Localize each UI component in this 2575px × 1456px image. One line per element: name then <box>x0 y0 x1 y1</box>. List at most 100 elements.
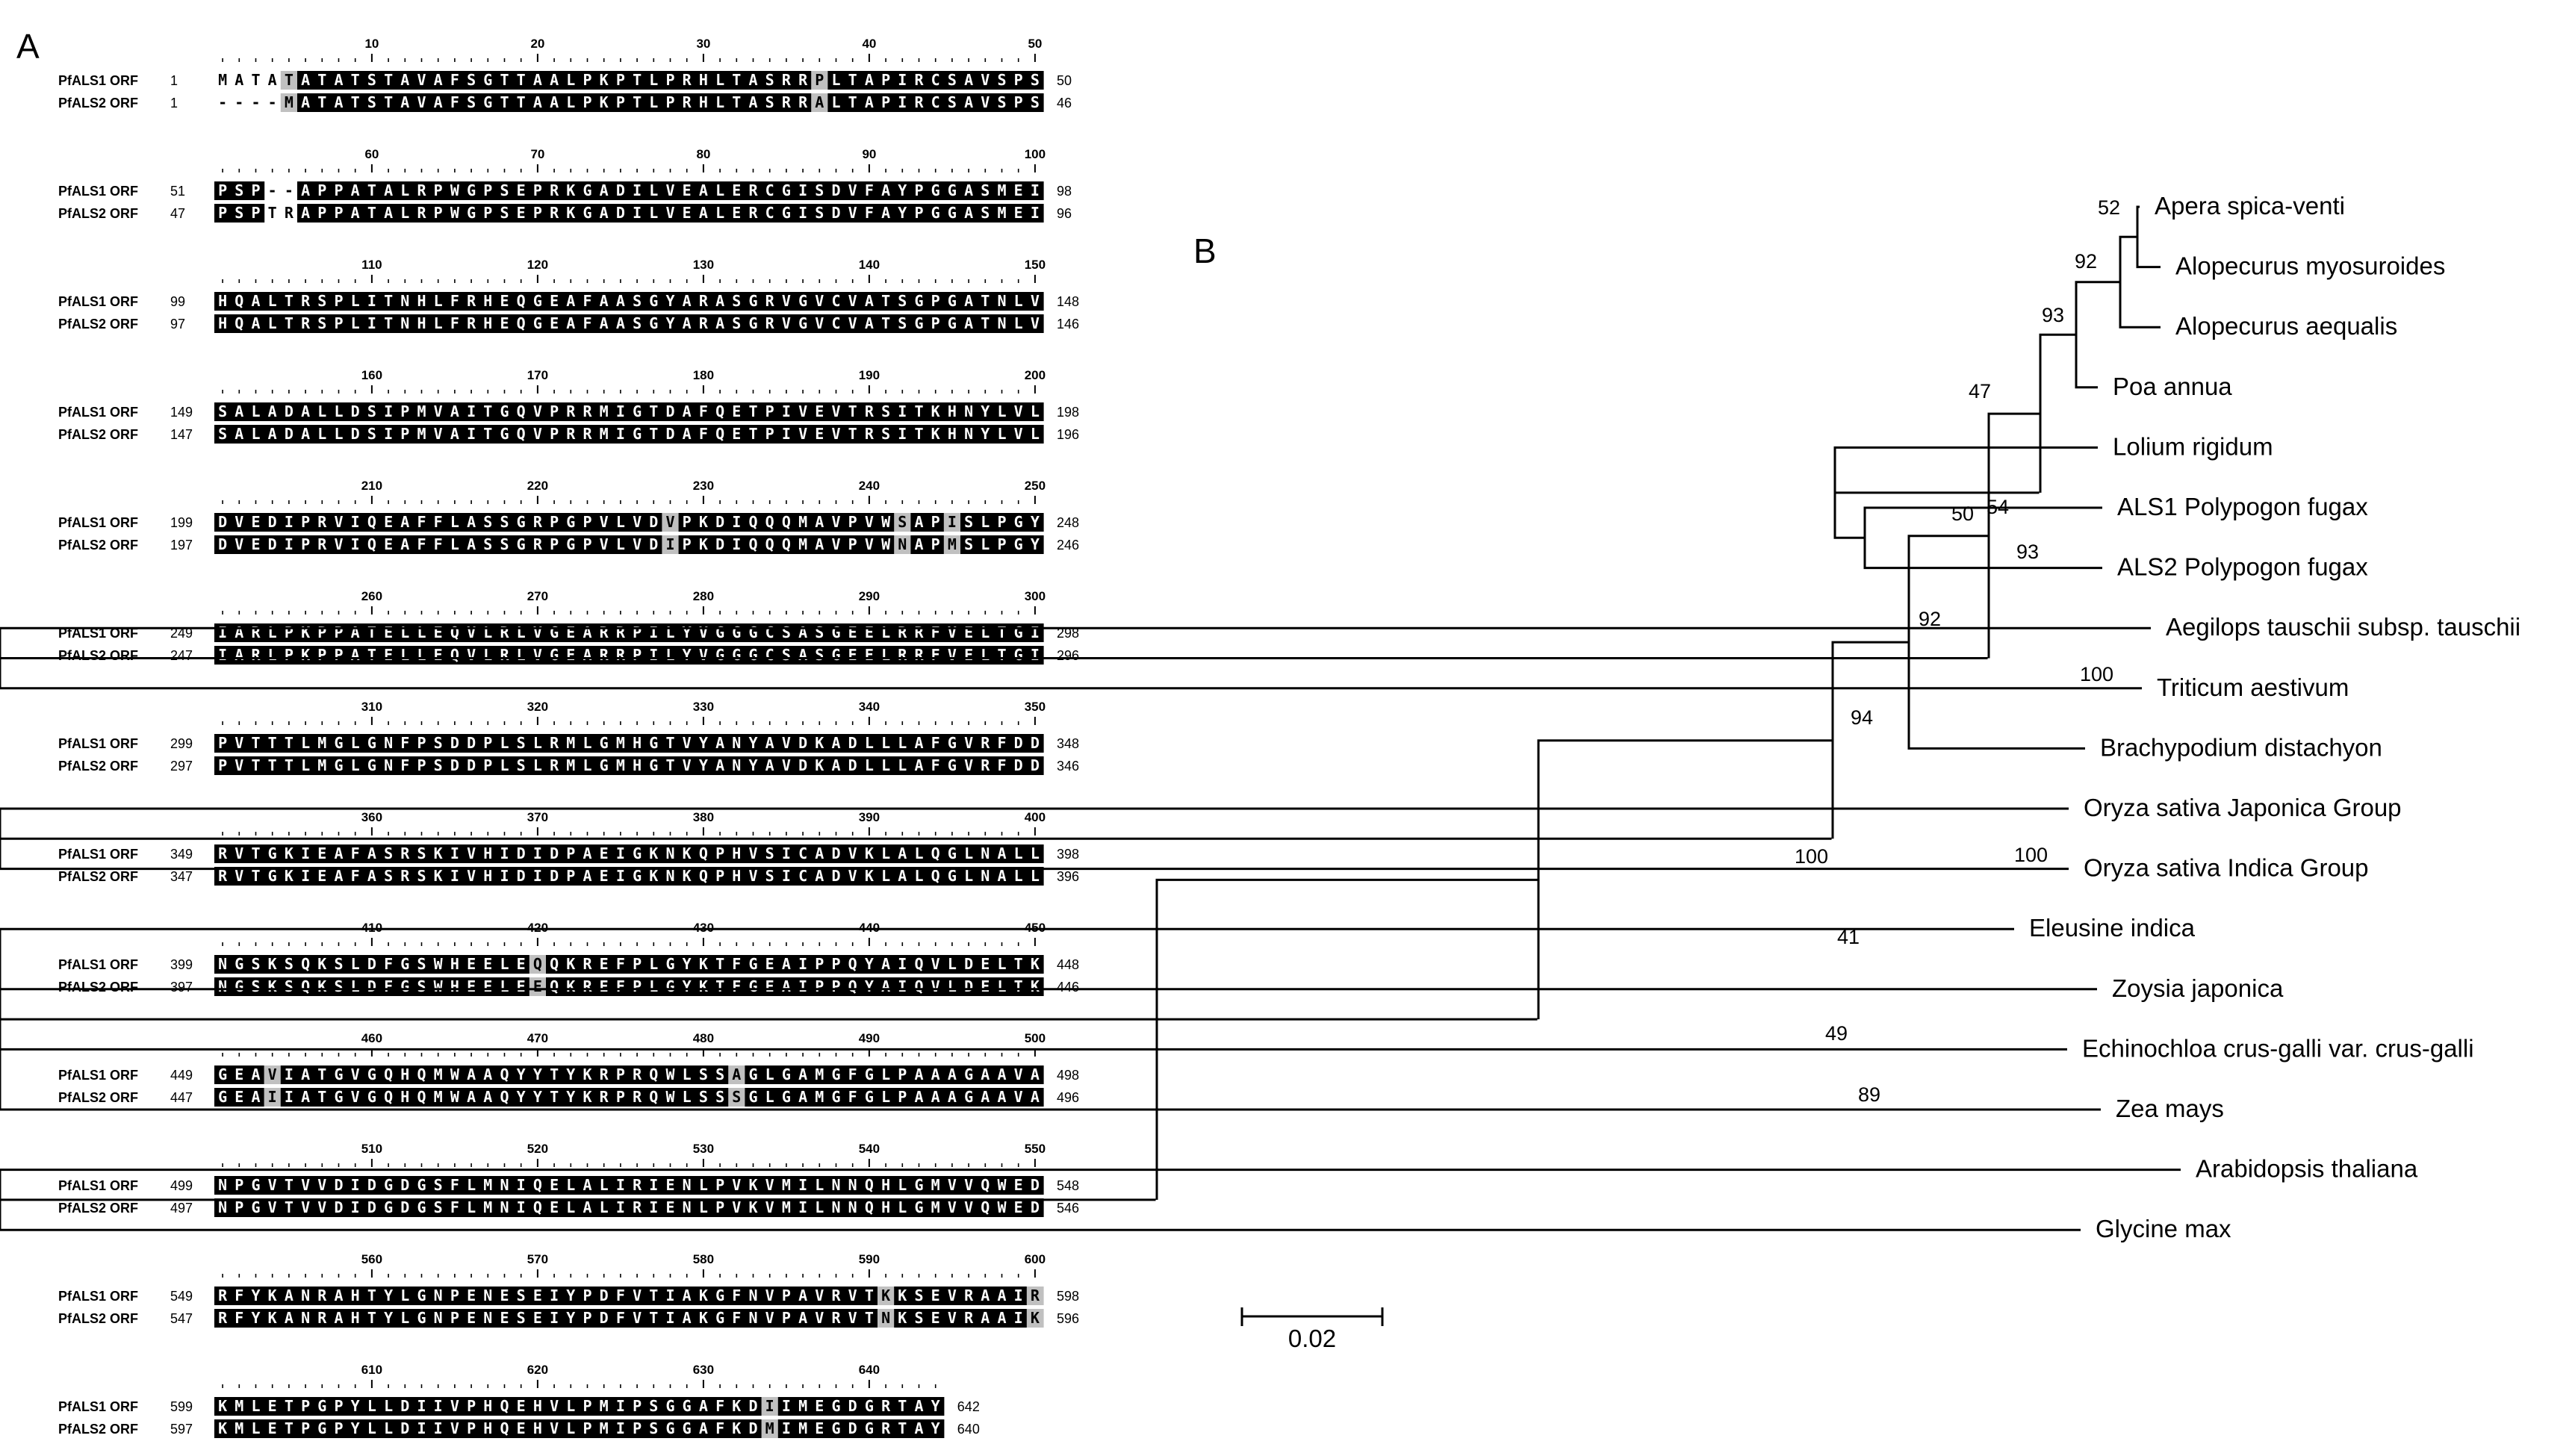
residue: A <box>467 513 476 531</box>
residue: P <box>483 181 492 199</box>
residue: L <box>500 734 509 752</box>
residue: K <box>301 646 310 664</box>
residue: P <box>665 93 674 111</box>
residue: I <box>798 181 807 199</box>
residue: P <box>898 1088 907 1106</box>
residue: R <box>914 623 924 641</box>
residue: T <box>285 71 293 89</box>
ruler-label: 550 <box>1025 1142 1046 1156</box>
residue: T <box>649 425 658 443</box>
residue-shade <box>1010 93 1028 112</box>
residue-shade <box>247 292 265 311</box>
residue: D <box>715 535 724 553</box>
residue: G <box>417 1198 426 1216</box>
residue-shade <box>795 425 812 444</box>
residue: L <box>450 535 459 553</box>
residue: R <box>583 425 592 443</box>
residue-shade <box>397 425 414 444</box>
residue: S <box>699 1065 708 1083</box>
residue: Q <box>981 1176 990 1194</box>
residue-shade <box>595 71 613 90</box>
residue: S <box>417 844 426 862</box>
residue: S <box>815 646 824 664</box>
residue: E <box>533 977 542 995</box>
residue: L <box>881 756 890 774</box>
residue: S <box>981 204 990 222</box>
residue-shade <box>811 292 828 311</box>
residue: L <box>268 646 277 664</box>
residue-shade <box>827 204 845 223</box>
residue: A <box>600 181 609 199</box>
residue: P <box>715 844 724 862</box>
residue: E <box>732 204 741 222</box>
residue: M <box>600 402 609 420</box>
residue: T <box>981 292 990 310</box>
residue-shade <box>529 513 547 532</box>
residue: A <box>981 1309 990 1327</box>
residue: L <box>483 646 492 664</box>
residue-shade <box>579 181 597 200</box>
residue: T <box>285 292 293 310</box>
residue: V <box>948 1198 957 1216</box>
sequence-end: 446 <box>1057 980 1079 995</box>
residue: T <box>251 71 260 89</box>
residue-shade <box>363 93 381 112</box>
sequence-start: 447 <box>170 1090 193 1105</box>
residue: Q <box>450 623 459 641</box>
residue-shade <box>479 513 497 532</box>
residue: F <box>400 756 409 774</box>
residue: V <box>815 314 824 332</box>
residue-shade <box>347 314 364 333</box>
ruler-label: 220 <box>527 479 548 493</box>
residue-shade <box>827 93 845 112</box>
residue: H <box>483 314 492 332</box>
residue: F <box>450 314 459 332</box>
residue: G <box>931 204 940 222</box>
residue: T <box>848 71 857 89</box>
residue-shade <box>927 314 945 333</box>
residue-shade <box>1010 425 1028 444</box>
residue-shade <box>629 425 646 444</box>
sequence-start: 99 <box>170 294 185 309</box>
residue-shade <box>993 204 1011 223</box>
residue-shade <box>297 204 314 223</box>
residue: G <box>782 1088 791 1106</box>
residue: S <box>715 1065 724 1083</box>
ruler-label: 420 <box>527 921 548 935</box>
residue: R <box>533 535 543 553</box>
residue-shade <box>777 513 795 532</box>
residue: E <box>384 646 393 664</box>
residue: L <box>649 181 658 199</box>
residue: V <box>732 1176 741 1194</box>
residue: E <box>483 977 492 995</box>
residue: P <box>334 181 343 199</box>
residue: E <box>517 1419 526 1437</box>
residue: G <box>948 204 957 222</box>
bootstrap-value: 41 <box>1837 926 1860 948</box>
residue-shade <box>512 71 530 90</box>
residue: D <box>964 977 973 995</box>
bootstrap-value: 47 <box>1969 380 1991 402</box>
residue-shade <box>777 314 795 333</box>
residue: L <box>948 955 957 973</box>
bootstrap-value: 92 <box>2075 250 2097 273</box>
residue: A <box>815 535 824 553</box>
residue: S <box>251 955 260 973</box>
residue: P <box>450 1309 459 1327</box>
residue: P <box>633 955 642 973</box>
residue: C <box>831 292 840 310</box>
residue: I <box>268 1088 277 1106</box>
ruler-label: 450 <box>1025 921 1046 935</box>
residue-shade <box>214 181 232 200</box>
residue: R <box>914 93 924 111</box>
residue: V <box>351 1065 360 1083</box>
bootstrap-value: 49 <box>1825 1022 1848 1045</box>
residue: T <box>384 71 393 89</box>
residue: D <box>1031 1198 1040 1216</box>
residue: A <box>583 1198 591 1216</box>
residue: R <box>981 756 990 774</box>
residue: S <box>649 1397 658 1415</box>
residue: G <box>683 1397 692 1415</box>
residue: A <box>765 734 774 752</box>
